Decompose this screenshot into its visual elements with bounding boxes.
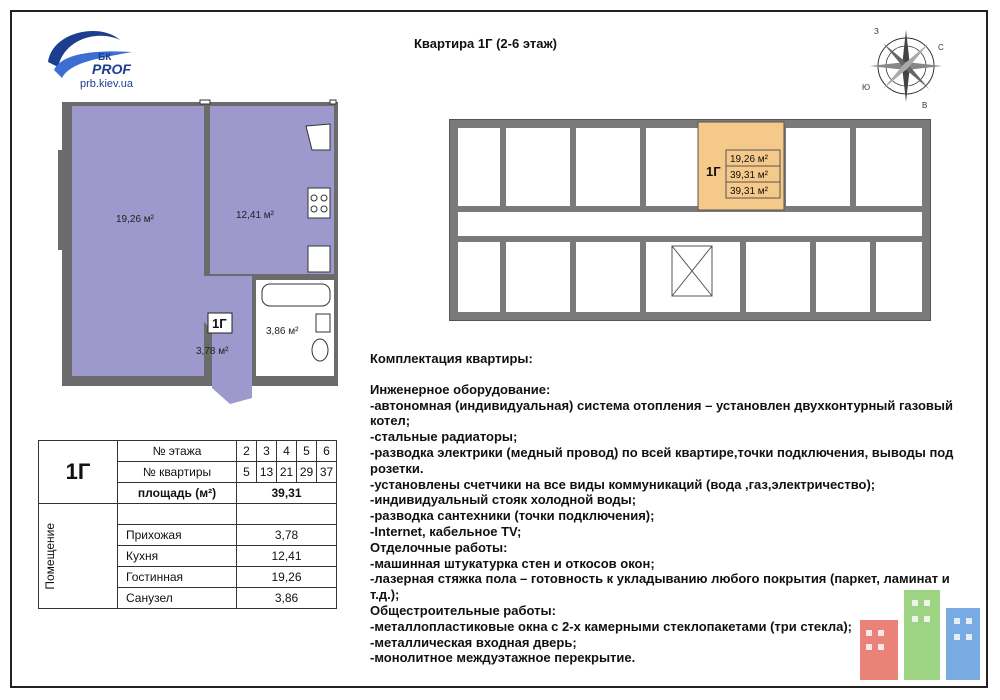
notes-line: -машинная штукатурка стен и откосов окон… [370,555,655,571]
table-row: Помещение [38,503,337,609]
room-area: 3,78 [236,524,337,546]
floor-label: № этажа [117,440,237,462]
svg-text:С: С [938,43,944,52]
notes-line: -стальные радиаторы; [370,429,518,445]
apt-num: 21 [276,461,297,483]
hall-area-label: 3,78 м² [196,346,229,357]
notes-line: -монолитное междуэтажное перекрытие. [370,650,636,666]
apt-num: 5 [236,461,257,483]
table-row: № квартиры 5 13 21 29 37 [39,461,337,483]
table-apt-label: 1Г [38,440,118,504]
table-row: площадь (м²) 39,31 [39,482,337,504]
svg-text:39,31 м²: 39,31 м² [730,170,769,181]
area-value: 39,31 [236,482,337,504]
floor-num: 4 [276,440,297,462]
room-area: 3,86 [236,587,337,609]
room-name: Санузел [117,587,237,609]
table-row: 1Г № этажа 2 3 4 5 6 [38,440,337,504]
building-floor-plan: 1Г 19,26 м² 39,31 м² 39,31 м² [449,119,931,321]
plan-apt-label: 1Г [212,316,227,331]
room-area: 19,26 [236,566,337,588]
living-area-label: 19,26 м² [116,214,155,225]
logo-url: prb.kiev.ua [80,78,133,90]
room-name: Кухня [117,545,237,567]
notes-line: -лазерная стяжка пола – готовность к укл… [370,571,950,603]
apt-num: 37 [316,461,337,483]
notes-line: Инженерное оборудование: [370,381,551,397]
svg-text:19,26 м²: 19,26 м² [730,154,769,165]
notes-line: -разводка сантехники (точки подключения)… [370,508,655,524]
rooms-label: Помещение [43,522,57,590]
notes-spacer [370,367,980,382]
svg-text:БК: БК [98,52,112,63]
notes-line: -индивидуальный стояк холодной воды; [370,492,637,508]
apartment-spec-table: 1Г № этажа 2 3 4 5 6 № квартиры 5 13 21 … [38,440,337,609]
apartment-floor-plan: 19,26 м² 12,41 м² 1Г 3,78 м² 3,86 м² [58,99,360,404]
apartment-features: Комплектация квартиры: Инженерное оборуд… [370,351,980,666]
notes-line: -автономная (индивидуальная) система ото… [370,397,953,429]
notes-line: -установлены счетчики на все виды коммун… [370,476,876,492]
decorative-buildings-icon [860,590,980,680]
apt-no-label: № квартиры [117,461,237,483]
svg-text:39,31 м²: 39,31 м² [730,186,769,197]
notes-line: -Internet, кабельное TV; [370,523,522,539]
company-logo: БК PROF [48,31,132,78]
notes-heading: Комплектация квартиры: [370,351,533,366]
svg-text:Ю: Ю [862,83,870,92]
kitchen-area-label: 12,41 м² [236,210,275,221]
notes-line: Общестроительные работы: [370,602,556,618]
apt-num: 29 [296,461,317,483]
notes-line: -металлопластиковые окна с 2-х камерными… [370,618,852,634]
svg-text:В: В [922,101,927,110]
notes-line: Отделочные работы: [370,539,508,555]
bath-area-label: 3,86 м² [266,326,299,337]
notes-line: -разводка электрики (медный провод) по в… [370,444,954,476]
page-title: Квартира 1Г (2-6 этаж) [414,36,557,51]
floor-num: 2 [236,440,257,462]
apt-num: 13 [256,461,277,483]
floor-num: 5 [296,440,317,462]
building-apt-label: 1Г [706,164,721,179]
svg-text:З: З [874,27,879,36]
compass-rose-icon: З С В Ю [862,27,944,110]
table-row: Кухня 12,41 [39,545,337,567]
room-name: Прихожая [117,524,237,546]
room-area: 12,41 [236,545,337,567]
area-label: площадь (м²) [117,482,237,504]
floor-num: 3 [256,440,277,462]
floor-num: 6 [316,440,337,462]
notes-line: -металлическая входная дверь; [370,634,577,650]
table-row: Санузел 3,86 [39,587,337,609]
svg-text:PROF: PROF [92,61,131,77]
room-name: Гостинная [117,566,237,588]
page-frame [10,10,988,688]
